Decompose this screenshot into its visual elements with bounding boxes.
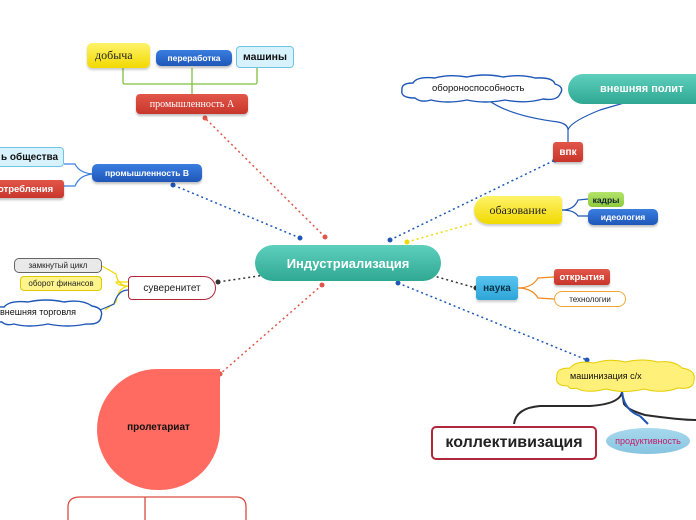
topic-mashiny[interactable]: машины [236, 46, 294, 68]
topic-potrebleniya[interactable]: отребления [0, 180, 64, 198]
topic-label: суверенитет [143, 282, 201, 294]
topic-kadry[interactable]: кадры [588, 192, 624, 207]
topic-otkrytiya[interactable]: открытия [554, 269, 610, 285]
topic-label: наука [483, 282, 511, 294]
topic-label: обороноспособность [432, 83, 525, 94]
topic-label: впк [559, 146, 577, 158]
topic-mashinizaciya[interactable]: машинизация с/х [554, 358, 696, 394]
topic-label: продуктивность [615, 436, 681, 446]
cloud-shape [401, 74, 563, 103]
topic-label: технологии [569, 294, 611, 304]
cloud-shape [0, 299, 103, 327]
topic-label: коллективизация [445, 434, 583, 451]
topic-obshchestva[interactable]: ь общества [0, 147, 64, 167]
central-topic-label: Индустриализация [286, 255, 410, 271]
central-topic[interactable]: Индустриализация [255, 245, 441, 281]
topic-nauka[interactable]: наука [476, 276, 518, 300]
topic-produktivnost[interactable]: продуктивность [606, 428, 690, 454]
topic-label: промышленность B [104, 168, 190, 178]
topic-vpk[interactable]: впк [553, 142, 583, 162]
topic-promyshlennost-b[interactable]: промышленность B [92, 164, 202, 182]
topic-label: добыча [95, 48, 133, 62]
topic-label: внешняя полит [600, 83, 684, 95]
topic-label: отребления [0, 183, 54, 195]
topic-obrazovanie[interactable]: обазование [474, 196, 562, 224]
topic-dobycha[interactable]: добыча [87, 43, 150, 68]
topic-label: внешняя торговля [0, 307, 77, 317]
topic-promyshlennost-a[interactable]: промышленность A [136, 94, 248, 114]
topic-suverenitet[interactable]: суверенитет [128, 276, 216, 300]
topic-kollektivizaciya[interactable]: коллективизация [431, 426, 597, 460]
topic-label: промышленность A [149, 98, 235, 110]
topic-label: открытия [559, 271, 605, 283]
topic-label: машинизация с/х [570, 371, 642, 381]
topic-proletariat[interactable]: пролетариат [97, 369, 220, 490]
topic-pererabotka[interactable]: переработка [156, 50, 232, 66]
topic-label: переработка [167, 53, 221, 63]
topic-label: ь общества [1, 151, 59, 163]
topic-label: обазование [489, 202, 547, 217]
topic-label: замкнутый цикл [28, 261, 88, 270]
topic-label: идеология [600, 212, 646, 222]
topic-label: кадры [592, 194, 620, 205]
topic-vneshnyaya-politika[interactable]: внешняя полит [568, 74, 696, 104]
topic-label: оборот финансов [28, 279, 94, 288]
cloud-shape [556, 359, 695, 392]
topic-ideologiya[interactable]: идеология [588, 209, 658, 225]
topic-tehnologii[interactable]: технологии [554, 291, 626, 307]
topic-oboronosposobnost[interactable]: обороноспособность [397, 74, 567, 104]
topic-oborot-finansov[interactable]: оборот финансов [20, 276, 102, 291]
topic-zamknutyi-cikl[interactable]: замкнутый цикл [14, 258, 102, 273]
topic-label: машины [243, 51, 287, 63]
topic-vneshnyaya-torgovlya[interactable]: внешняя торговля [0, 298, 106, 328]
topic-label: пролетариат [127, 422, 190, 433]
